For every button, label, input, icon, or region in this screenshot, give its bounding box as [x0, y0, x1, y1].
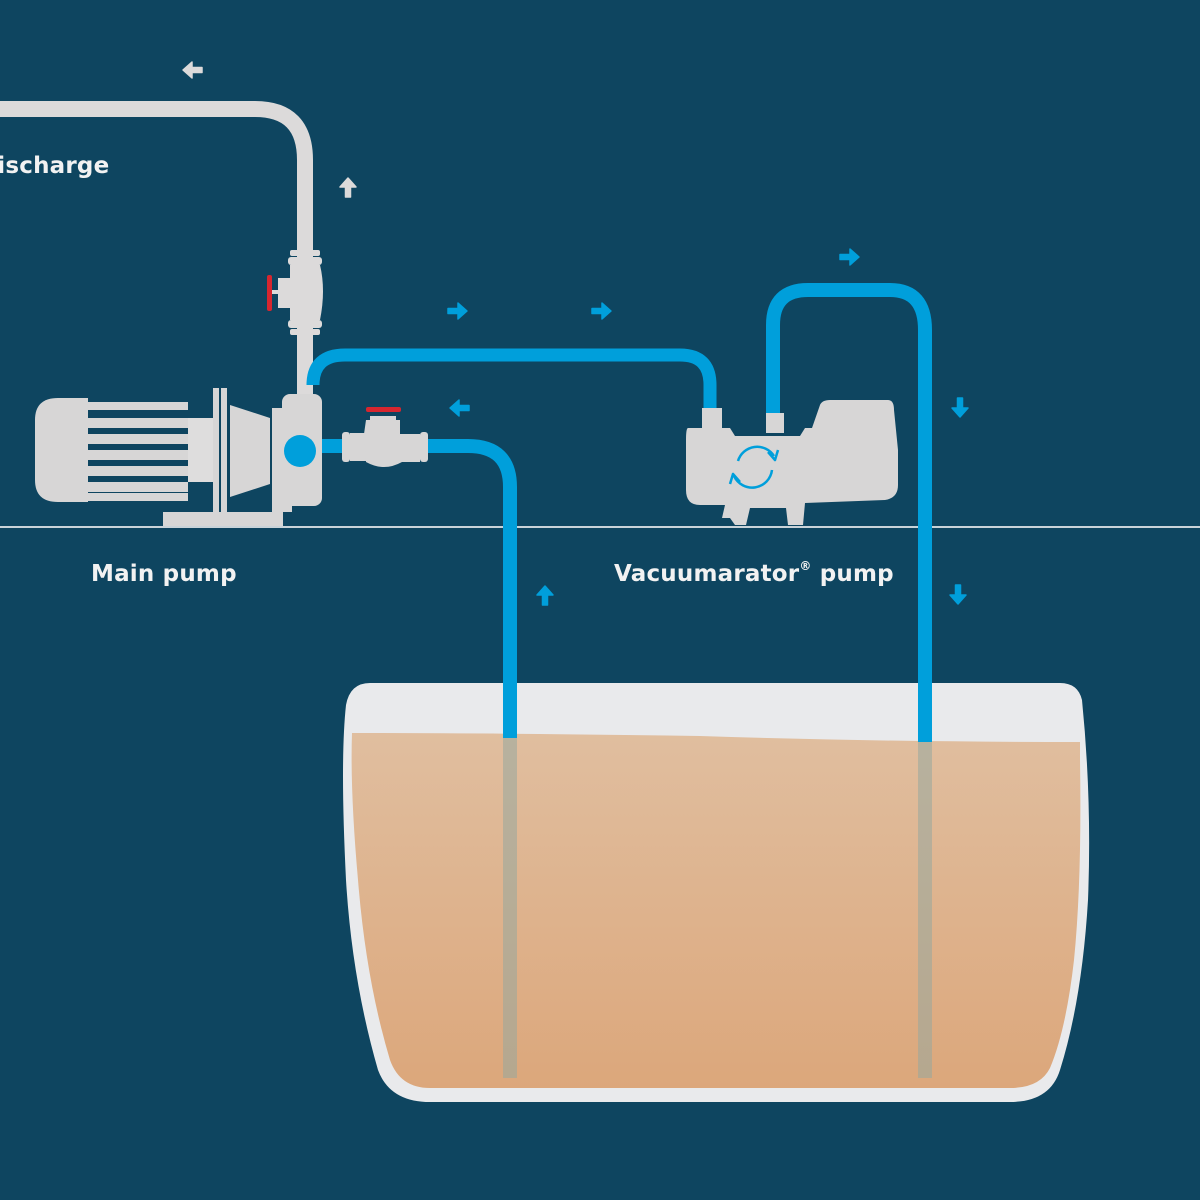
vac-return-pipe	[766, 283, 932, 742]
flow-arrow-right-icon	[839, 248, 860, 266]
discharge-pipe	[0, 101, 313, 410]
flow-arrow-down-icon	[949, 584, 967, 605]
vacuumarator-pump-label: Vacuumarator® pump	[614, 559, 894, 587]
registered-mark: ®	[799, 559, 812, 574]
suction-valve	[342, 407, 428, 467]
flow-arrow-up-icon	[536, 585, 554, 606]
flow-arrow-down-icon	[951, 397, 969, 418]
rotation-icon	[728, 445, 780, 489]
valve-handle-icon[interactable]	[366, 407, 401, 412]
vacuum-line-pipe	[306, 348, 717, 412]
discharge-label: Discharge	[0, 153, 110, 179]
tank	[343, 683, 1090, 1102]
flow-arrow-right-icon	[591, 302, 612, 320]
discharge-valve	[267, 250, 323, 335]
main-pump-label: Main pump	[91, 561, 237, 587]
tank-liquid	[351, 733, 1081, 1088]
vacuumarator-name: Vacuumarator	[614, 561, 800, 587]
flow-arrow-left-icon	[449, 399, 470, 417]
flow-arrow-right-icon	[447, 302, 468, 320]
flow-arrow-left-icon	[182, 61, 203, 79]
suction-pipe	[320, 439, 517, 738]
suction-pipe-submerged	[503, 738, 517, 1078]
flow-arrow-up-icon	[339, 177, 357, 198]
main-pump	[35, 388, 322, 526]
pump-suffix: pump	[811, 561, 894, 587]
vacuumarator-pump	[686, 400, 898, 525]
vac-return-pipe-submerged	[918, 742, 932, 1078]
pump-inlet-icon	[284, 435, 316, 467]
valve-handle-icon[interactable]	[267, 275, 272, 311]
